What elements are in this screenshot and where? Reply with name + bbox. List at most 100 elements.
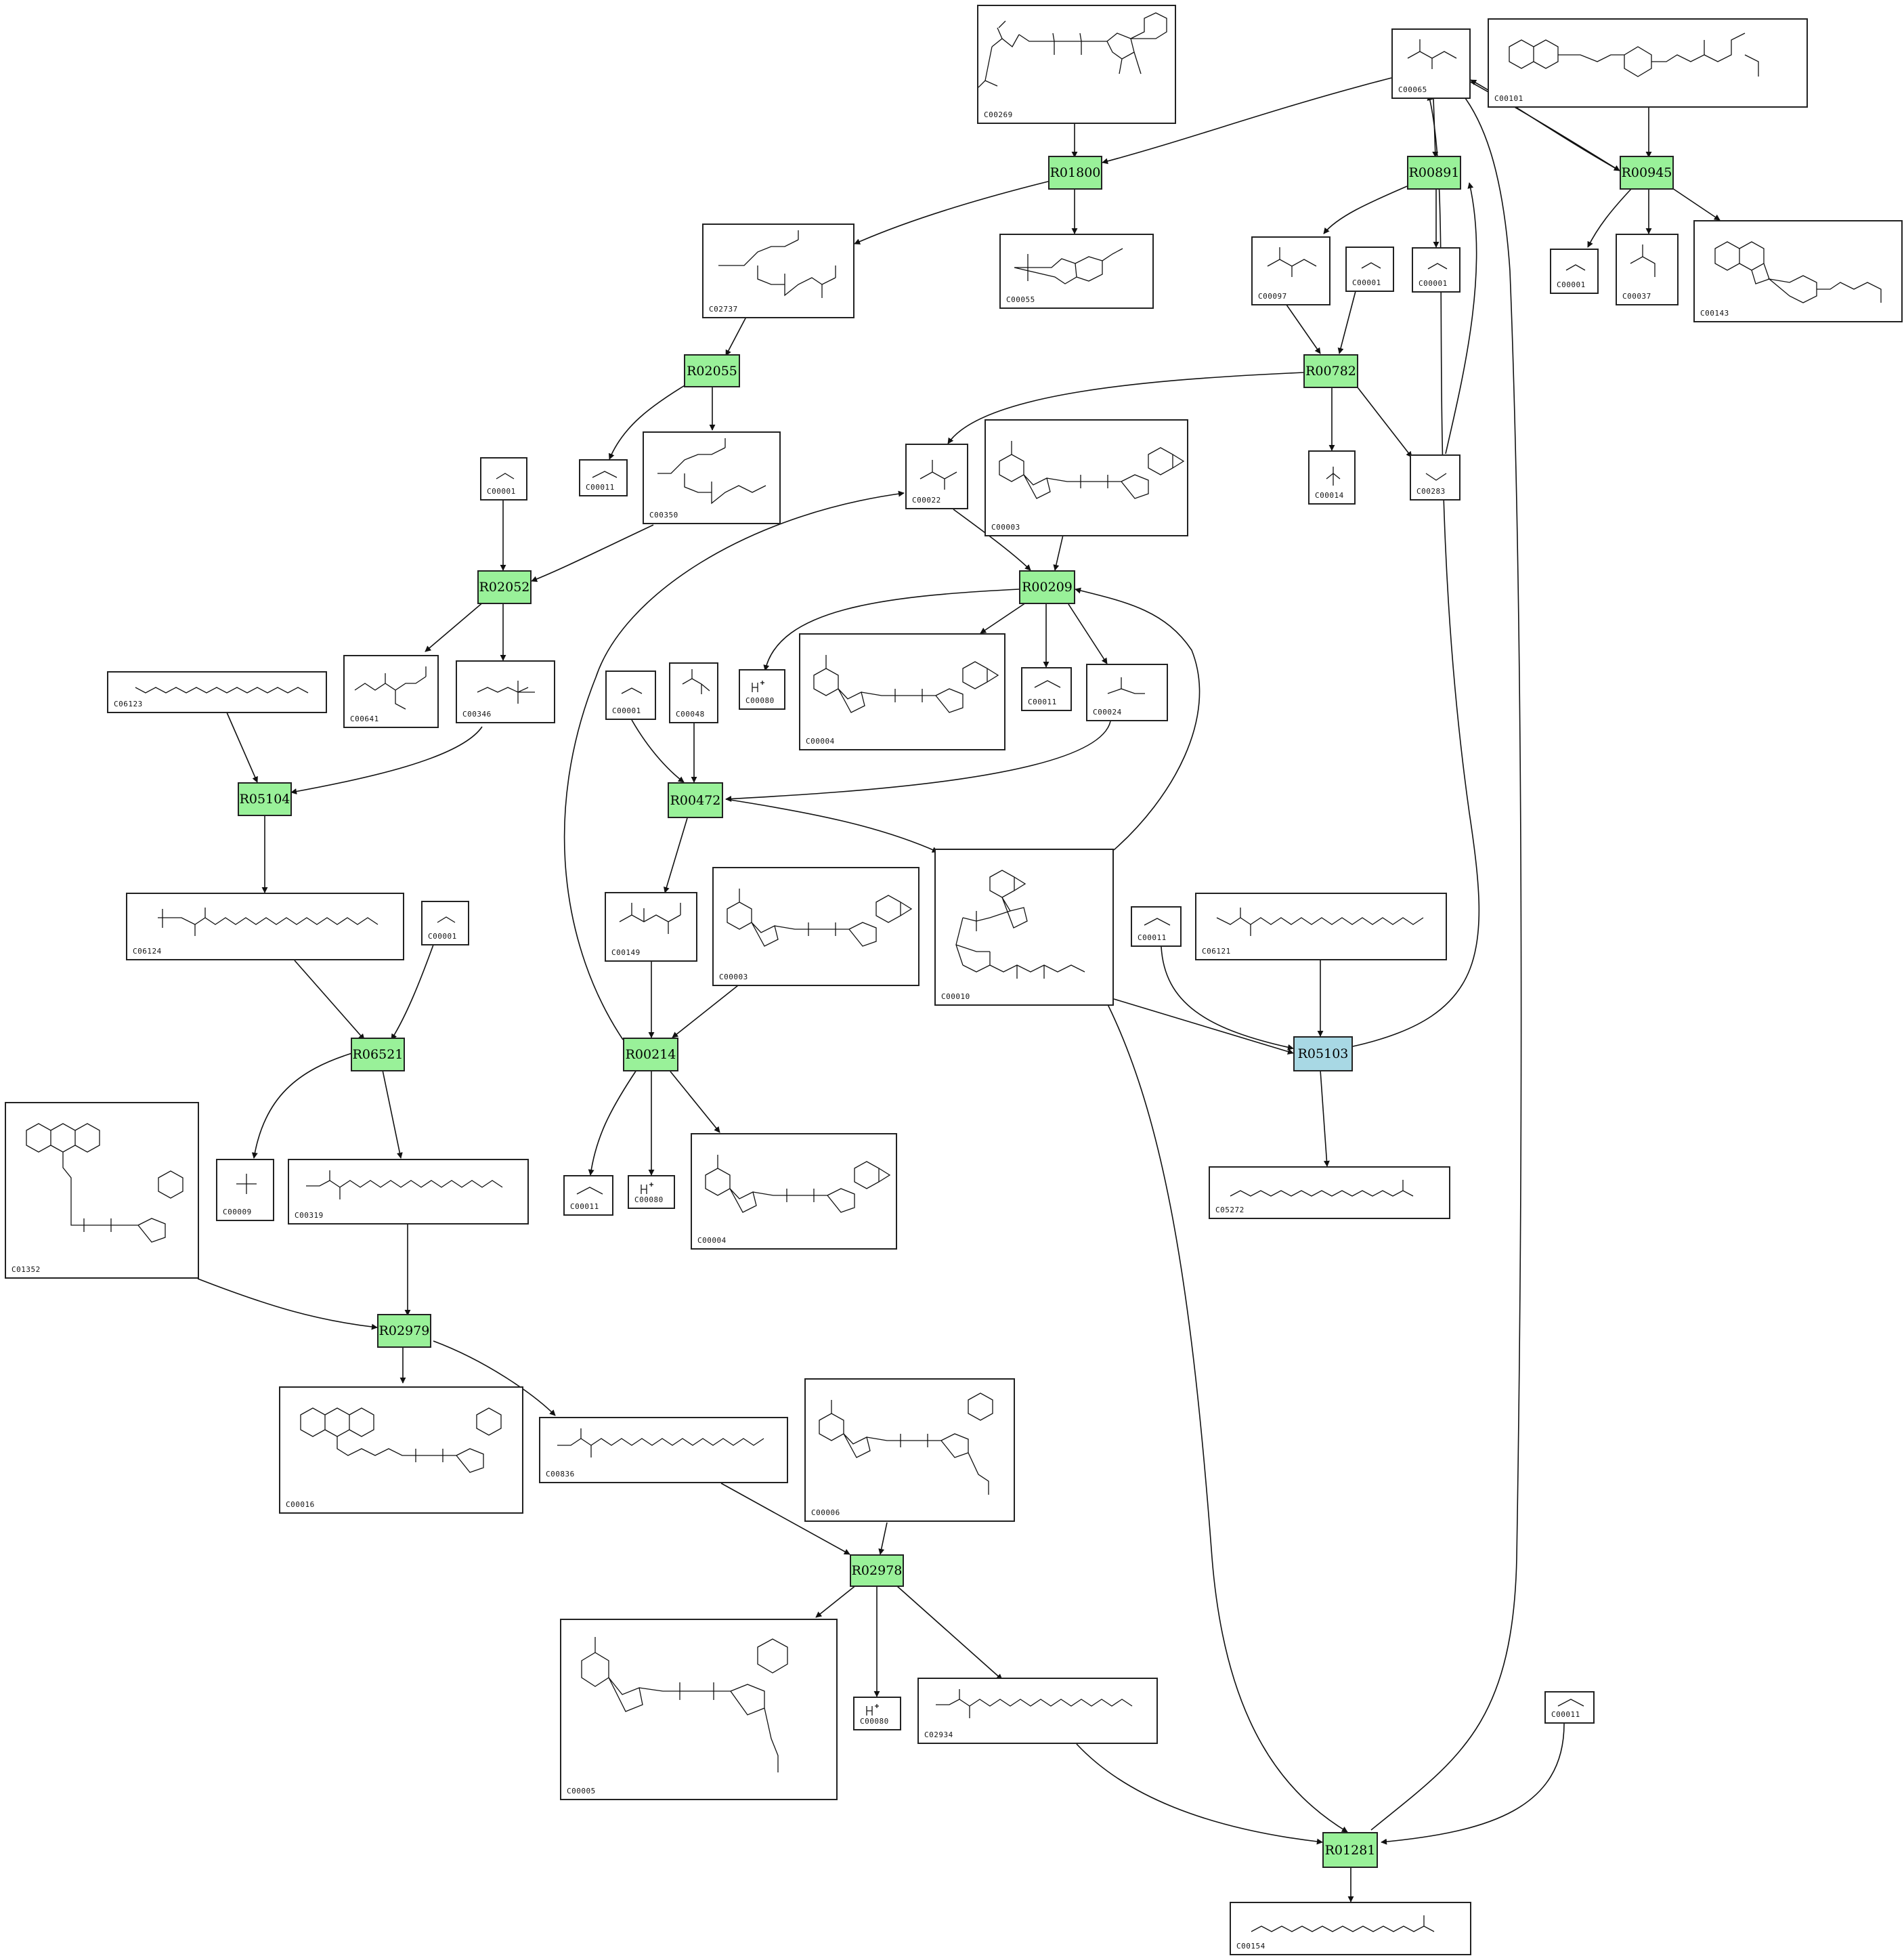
- reaction-r02978[interactable]: R02978: [850, 1554, 904, 1587]
- compound-id: C00010: [941, 992, 970, 1001]
- compound-id: C00022: [912, 496, 941, 505]
- reaction-r06521[interactable]: R06521: [351, 1038, 405, 1071]
- edge-r00209-c00024: [1068, 603, 1108, 664]
- edge-r00214-c00022: [563, 490, 905, 1040]
- compound-c00011-r05103[interactable]: C00011: [1131, 906, 1182, 947]
- compound-c00350[interactable]: C00350: [643, 431, 781, 524]
- compound-c00005[interactable]: C00005: [560, 1619, 838, 1800]
- edge-c01352-r02979: [197, 1278, 378, 1330]
- reaction-r00472[interactable]: R00472: [668, 782, 723, 818]
- reaction-r00945[interactable]: R00945: [1620, 156, 1674, 190]
- compound-c00022[interactable]: C00022: [905, 444, 968, 509]
- compound-id: C00641: [350, 715, 379, 723]
- reaction-r00214[interactable]: R00214: [623, 1038, 678, 1071]
- compound-c00143[interactable]: C00143: [1693, 220, 1903, 322]
- compound-c05272[interactable]: C05272: [1209, 1166, 1450, 1219]
- structure-c00097: [1267, 247, 1317, 277]
- edge-c02737-r02055: [725, 316, 747, 356]
- compound-c00641[interactable]: C00641: [343, 655, 439, 728]
- compound-c00055[interactable]: C00055: [999, 234, 1154, 309]
- compound-id: C06121: [1202, 947, 1231, 956]
- compound-c01352[interactable]: C01352: [5, 1102, 199, 1279]
- edge-r00472-c00010: [725, 799, 938, 853]
- compound-id: C00001: [487, 487, 516, 496]
- compound-id: C00001: [1419, 279, 1448, 288]
- co2-structure: [576, 1187, 603, 1195]
- compound-c00009[interactable]: C00009: [216, 1159, 274, 1221]
- edge-r02052-c00641: [425, 601, 485, 652]
- compound-c00149[interactable]: C00149: [605, 892, 697, 962]
- compound-c00001-r00891[interactable]: C00001: [1412, 247, 1461, 293]
- compound-c02737[interactable]: C02737: [702, 224, 854, 318]
- compound-c00037[interactable]: C00037: [1616, 234, 1679, 305]
- compound-c00003-r00209[interactable]: C00003: [985, 419, 1188, 536]
- compound-c00004-r00214[interactable]: C00004: [691, 1133, 897, 1250]
- compound-c00065[interactable]: C00065: [1391, 28, 1471, 99]
- compound-id: C00149: [611, 948, 641, 957]
- compound-id: C00048: [676, 710, 705, 719]
- compound-c02934[interactable]: C02934: [917, 1678, 1158, 1744]
- compound-c00101[interactable]: C00101: [1488, 18, 1808, 108]
- compound-c00001-r02052[interactable]: C00001: [480, 457, 527, 501]
- compound-c00283[interactable]: C00283: [1410, 454, 1461, 501]
- compound-c00269[interactable]: C00269: [977, 5, 1176, 124]
- structure-c00037: [1630, 244, 1656, 277]
- reaction-r00209[interactable]: R00209: [1019, 570, 1075, 604]
- reaction-r02979[interactable]: R02979: [377, 1314, 431, 1348]
- edge-r06521-c00009: [251, 1052, 353, 1159]
- compound-c00011-r02055[interactable]: C00011: [579, 459, 628, 496]
- edge-r00782-c00022: [947, 372, 1304, 444]
- structure-c06121: [1216, 908, 1424, 936]
- reaction-r02055[interactable]: R02055: [684, 354, 740, 387]
- reaction-r00782[interactable]: R00782: [1303, 354, 1358, 388]
- compound-c00001-r00472[interactable]: C00001: [605, 671, 656, 720]
- compound-c00080-r02978[interactable]: C00080: [853, 1697, 901, 1730]
- compound-c00080-r00214[interactable]: C00080: [628, 1175, 675, 1209]
- compound-c00011-r00214[interactable]: C00011: [563, 1175, 613, 1216]
- compound-c00048[interactable]: C00048: [669, 662, 718, 723]
- compound-c00001-r00782[interactable]: C00001: [1345, 247, 1394, 292]
- compound-id: C00004: [697, 1236, 727, 1245]
- compound-c06123[interactable]: C06123: [107, 671, 327, 713]
- reaction-r01281[interactable]: R01281: [1322, 1832, 1378, 1868]
- compound-c00001-r00945[interactable]: C00001: [1550, 249, 1599, 294]
- compound-c00836[interactable]: C00836: [539, 1417, 788, 1483]
- compound-c00010[interactable]: C00010: [934, 849, 1114, 1006]
- water-structure: [496, 473, 515, 480]
- structure-c00006: [819, 1392, 993, 1495]
- reaction-r05104[interactable]: R05104: [238, 782, 292, 816]
- compound-id: C00001: [428, 932, 457, 941]
- structure-c00101: [1509, 33, 1759, 77]
- compound-id: C00097: [1258, 292, 1287, 301]
- structure-c00319: [306, 1170, 503, 1199]
- compound-c00014[interactable]: C00014: [1308, 450, 1356, 505]
- edge-r00945-c00001: [1587, 188, 1632, 248]
- compound-c00001-r06521[interactable]: C00001: [421, 901, 469, 945]
- edge-c00001-r06521: [391, 944, 434, 1040]
- compound-id: C00080: [634, 1195, 664, 1204]
- compound-c00006[interactable]: C00006: [804, 1378, 1015, 1522]
- reaction-r01800[interactable]: R01800: [1048, 156, 1102, 190]
- reaction-r05103[interactable]: R05103: [1293, 1036, 1353, 1071]
- reaction-r00891[interactable]: R00891: [1407, 156, 1461, 190]
- compound-c06121[interactable]: C06121: [1195, 893, 1447, 960]
- compound-id: C00080: [745, 696, 775, 705]
- compound-c00319[interactable]: C00319: [288, 1159, 529, 1225]
- edge-c00350-r02052: [531, 524, 654, 582]
- compound-c00004-r00209[interactable]: C00004: [799, 633, 1005, 750]
- reaction-r02052[interactable]: R02052: [477, 570, 532, 604]
- compound-c00016[interactable]: C00016: [279, 1386, 523, 1514]
- compound-c00097[interactable]: C00097: [1251, 236, 1330, 305]
- compound-c00154[interactable]: C00154: [1230, 1902, 1471, 1955]
- compound-id: C00319: [295, 1211, 324, 1220]
- compound-c00003-r00214[interactable]: C00003: [712, 867, 919, 986]
- compound-c00346[interactable]: C00346: [456, 660, 555, 723]
- compound-c00024[interactable]: C00024: [1086, 664, 1168, 721]
- structure-c00048: [682, 669, 710, 694]
- structure-c00641: [354, 666, 427, 710]
- compound-c00011-r00209[interactable]: C00011: [1021, 667, 1072, 711]
- proton-structure: [752, 681, 764, 692]
- compound-c00080-r00209[interactable]: C00080: [739, 669, 785, 710]
- compound-c00011-r01281[interactable]: C00011: [1544, 1691, 1595, 1724]
- compound-c06124[interactable]: C06124: [126, 893, 404, 960]
